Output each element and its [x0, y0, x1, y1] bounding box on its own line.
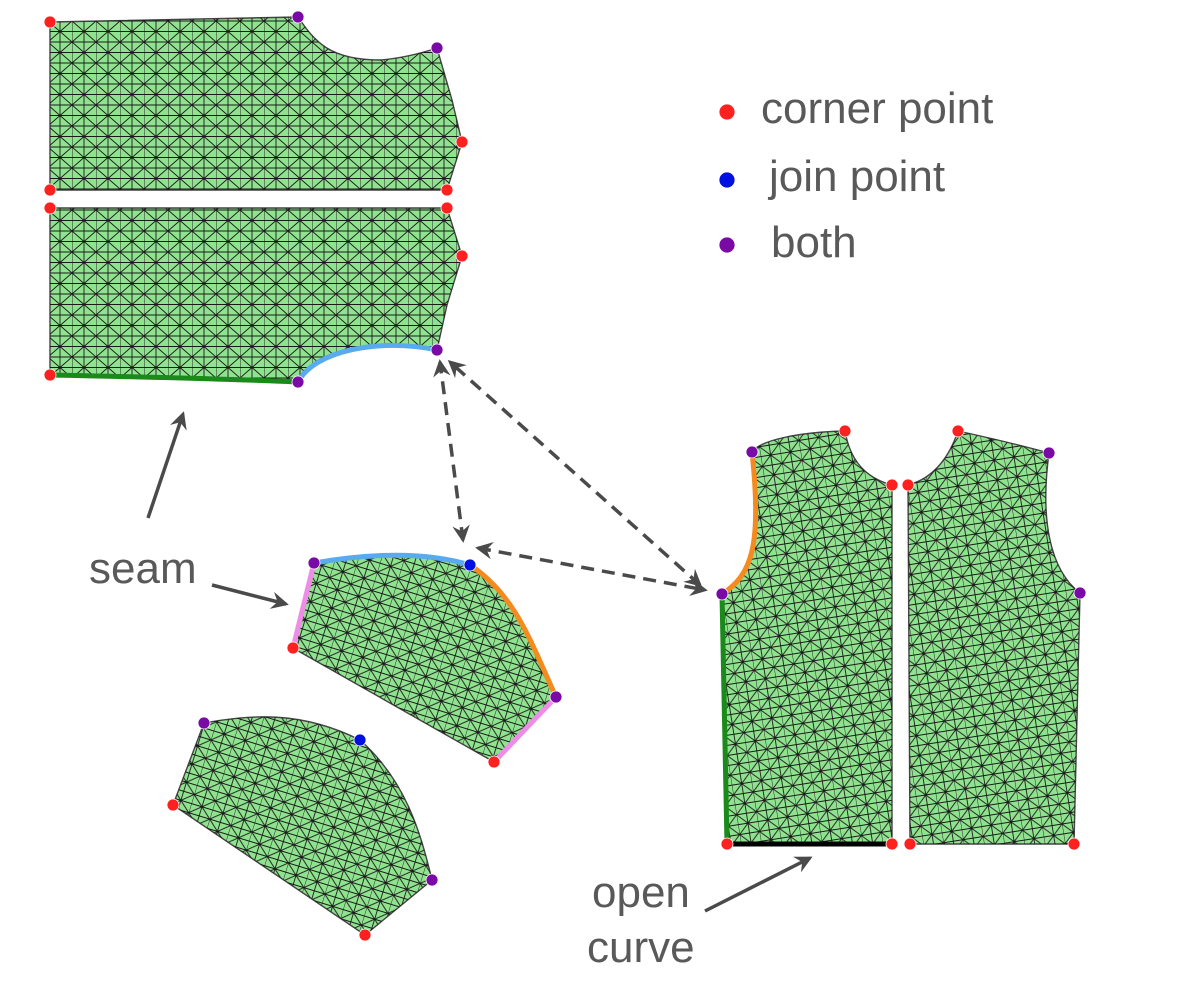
both-point [197, 716, 211, 730]
seam-label: seam [89, 544, 197, 593]
corner-point [901, 478, 915, 492]
corner-point [455, 135, 469, 149]
legend: corner point join point both [718, 84, 993, 267]
corner-point [455, 249, 469, 263]
seam-curve-green-front [719, 593, 730, 845]
legend-join-label: join point [767, 152, 945, 201]
arrows [146, 359, 813, 913]
piece-sleeve-lower [172, 716, 433, 936]
corner-point [43, 368, 57, 382]
legend-both-label: both [771, 218, 857, 267]
corner-point [440, 201, 454, 215]
both-point [745, 445, 759, 459]
both-point [430, 41, 444, 55]
both-point [1073, 586, 1087, 600]
corner-point [885, 478, 899, 492]
piece-top-upper [49, 16, 463, 191]
both-point [307, 556, 321, 570]
dashed-arrow [447, 360, 703, 587]
corner-point [43, 201, 57, 215]
corner-point [43, 183, 57, 197]
seam-curve-green-top [49, 372, 299, 385]
seam-curve-orange-front [720, 451, 759, 597]
legend-corner-marker [718, 103, 736, 121]
points [43, 10, 1087, 942]
open-curve-arrow [704, 856, 813, 913]
piece-front-right [907, 430, 1081, 845]
corner-point [720, 837, 734, 851]
both-point [430, 343, 444, 357]
both-point [291, 375, 305, 389]
corner-point [286, 641, 300, 655]
piece-front-left [721, 430, 893, 845]
dashed-arrow [475, 542, 708, 596]
dashed-arrow [433, 359, 470, 543]
seam-arrow-right [211, 583, 289, 609]
legend-both-marker [718, 236, 736, 254]
corner-point [358, 928, 372, 942]
corner-point [1067, 837, 1081, 851]
legend-corner-label: corner point [761, 84, 993, 133]
seam-arrow-up [146, 411, 187, 519]
open-curve-label-line1: open [592, 868, 690, 917]
both-point [291, 10, 305, 24]
corner-point [43, 15, 57, 29]
corner-point [951, 424, 965, 438]
both-point [425, 873, 439, 887]
legend-join-marker [718, 171, 736, 189]
corner-point [838, 424, 852, 438]
seam-curves [49, 342, 892, 847]
corner-point [885, 837, 899, 851]
both-point [1042, 446, 1056, 460]
corner-point [487, 755, 501, 769]
seam-curve-pink-right [492, 695, 558, 764]
join-point [463, 558, 477, 572]
corner-point [903, 837, 917, 851]
corner-point [440, 183, 454, 197]
seam-curve-pink-left [290, 562, 317, 649]
both-point [715, 587, 729, 601]
both-point [549, 690, 563, 704]
corner-point [166, 798, 180, 812]
join-point [353, 733, 367, 747]
open-curve-label-line2: curve [587, 923, 695, 972]
seam-curve-blue-top [295, 342, 438, 384]
piece-top-lower [49, 207, 463, 383]
